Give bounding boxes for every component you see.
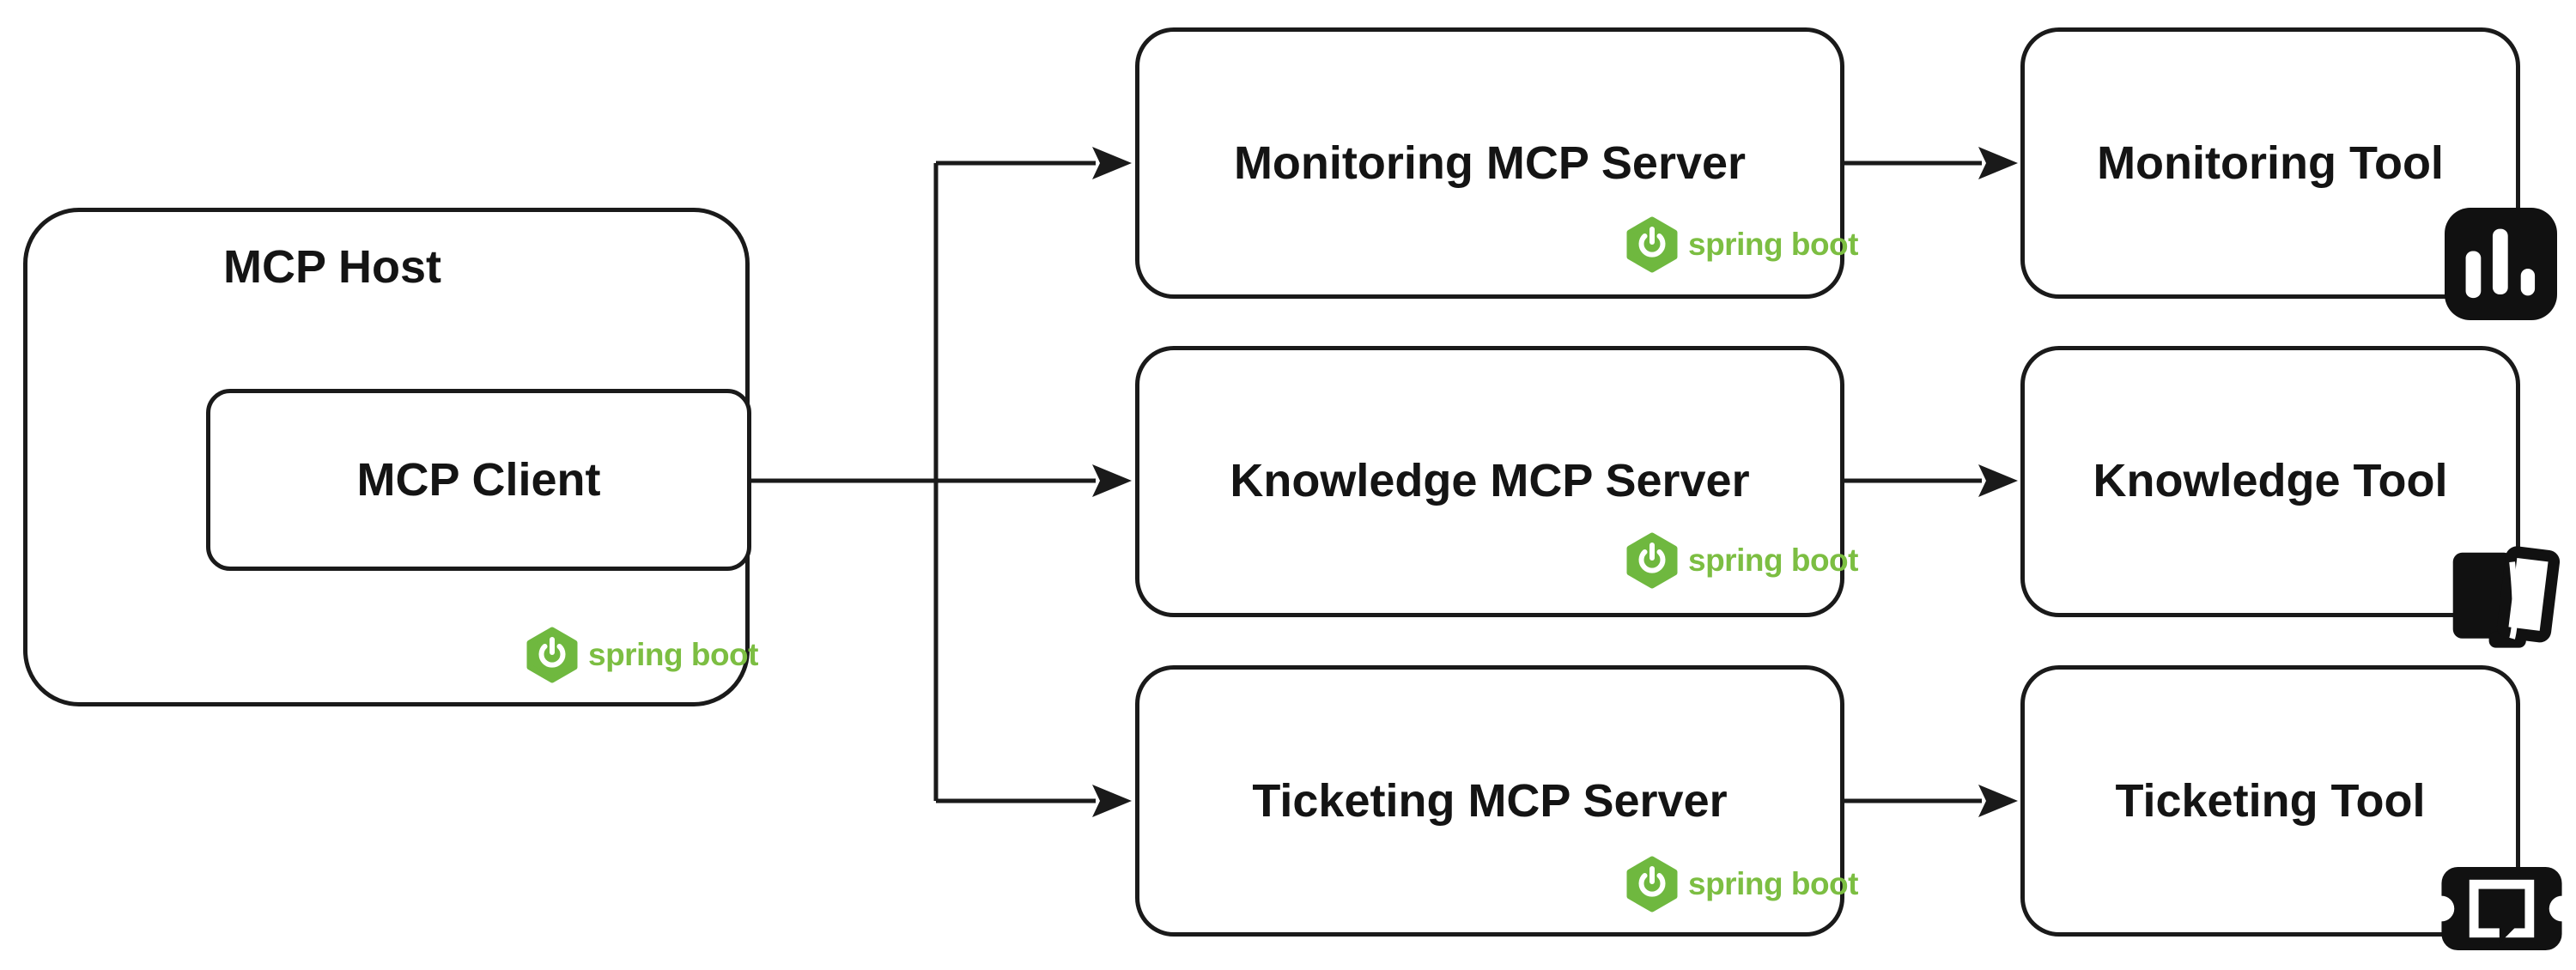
spring-boot-label: spring boot [1688,227,1858,262]
spring-boot-badge-host: spring boot [524,627,758,683]
knowledge-tool-box [2020,346,2520,617]
spring-boot-label: spring boot [1688,866,1858,901]
monitoring-tool-label: Monitoring Tool [2097,137,2444,189]
monitoring-mcp-server-label: Monitoring MCP Server [1233,137,1747,189]
bar-chart-icon [2445,208,2557,320]
ticketing-mcp-server-label: Ticketing MCP Server [1252,775,1728,827]
spring-boot-icon [1626,216,1678,273]
knowledge-mcp-server-box [1135,346,1844,617]
spring-boot-label: spring boot [1688,543,1858,578]
spring-boot-icon [1626,856,1678,912]
knowledge-tool-label: Knowledge Tool [2093,455,2448,506]
mcp-host-title: MCP Host [222,241,442,293]
ticketing-tool-box [2020,665,2520,937]
mcp-client-label: MCP Client [356,454,601,506]
spring-boot-badge-knowledge: spring boot [1624,532,1858,589]
knowledge-mcp-server-label: Knowledge MCP Server [1230,455,1750,506]
spring-boot-badge-ticketing: spring boot [1624,856,1858,912]
monitoring-tool-box [2020,27,2520,299]
spring-boot-badge-monitoring: spring boot [1624,216,1858,273]
monitoring-mcp-server-box [1135,27,1844,299]
mcp-client-box [206,389,751,571]
spring-boot-icon [1626,532,1678,589]
ticket-icon [2440,867,2563,950]
spring-boot-icon [526,627,578,683]
ticketing-mcp-server-box [1135,665,1844,937]
ticketing-tool-label: Ticketing Tool [2115,775,2426,827]
book-icon [2452,546,2561,648]
spring-boot-label: spring boot [588,637,758,672]
